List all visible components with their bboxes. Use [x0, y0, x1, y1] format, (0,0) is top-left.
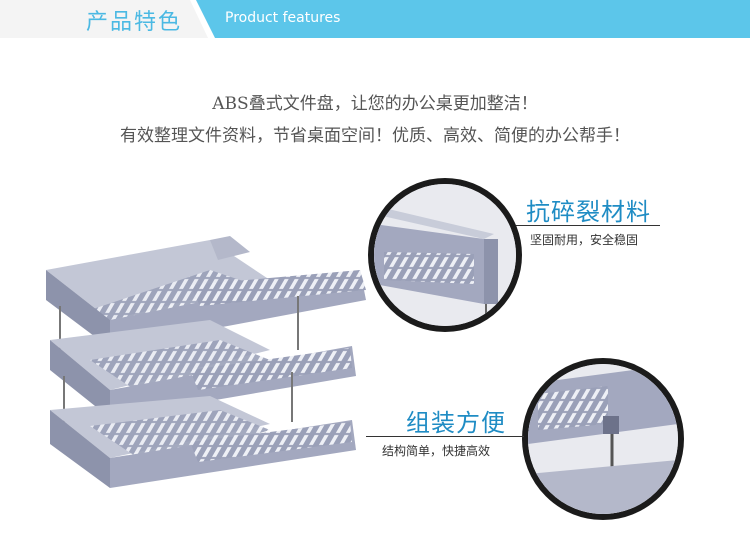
feature-title-easy-assembly: 组装方便 [406, 409, 506, 437]
feature-divider-1 [516, 225, 660, 226]
detail-zoom-assembly [522, 358, 684, 520]
banner-title-tab-inner [0, 0, 208, 38]
product-image-file-tray [30, 230, 370, 504]
intro-line-1: ABS叠式文件盘，让您的办公桌更加整洁！ [212, 94, 538, 114]
feature-desc-shatterproof: 坚固耐用，安全稳固 [530, 233, 639, 247]
intro-line-2: 有效整理文件资料，节省桌面空间！优质、高效、简便的办公帮手！ [120, 126, 630, 146]
feature-desc-easy-assembly: 结构简单，快捷高效 [382, 444, 491, 458]
detail-zoom-material [368, 178, 522, 332]
intro-text: ABS叠式文件盘，让您的办公桌更加整洁！ 有效整理文件资料，节省桌面空间！优质、… [0, 88, 750, 152]
section-title-cn: 产品特色 [86, 10, 183, 35]
feature-title-shatterproof: 抗碎裂材料 [526, 198, 651, 226]
feature-divider-2 [366, 436, 524, 437]
tray-tier-3 [50, 396, 356, 488]
tray-tier-2 [50, 320, 356, 418]
header-banner: 产品特色 Product features [0, 0, 750, 38]
section-title-en: Product features [225, 10, 341, 26]
